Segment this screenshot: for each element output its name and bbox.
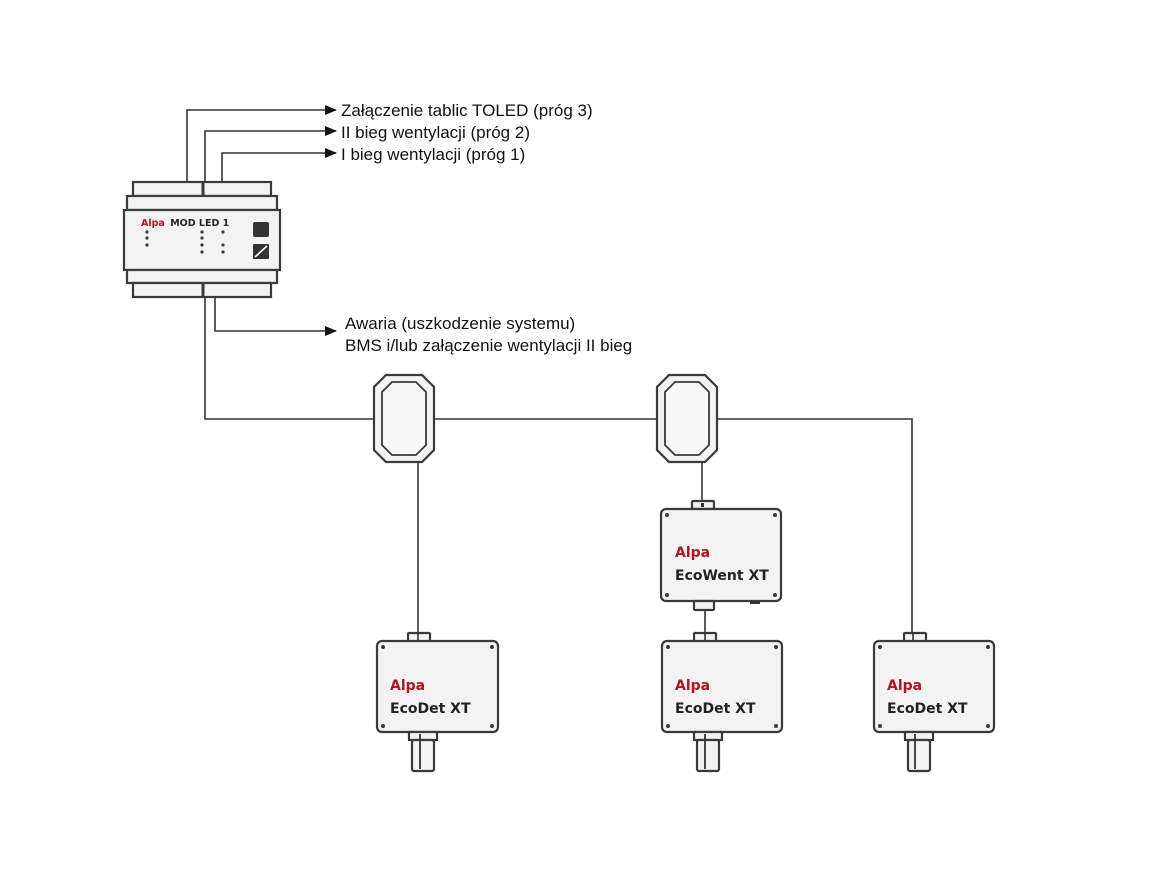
top-rail [125,194,279,212]
bottom-rail [125,268,279,285]
sensor-head [695,738,721,773]
controller-label: Alpa MOD LED 1 [141,218,229,229]
output-label-3: Załączenie tablic TOLED (próg 3) [341,101,593,120]
device-ecodet-xt-right[interactable]: Alpa EcoDet XT [872,631,996,773]
output-label-2: II bieg wentylacji (próg 2) [341,123,530,142]
output-label-1: I bieg wentylacji (próg 1) [341,145,525,164]
controller-face [122,208,282,272]
ecodet-right-model: EcoDet XT [887,701,968,717]
ecodet-right-brand: Alpa [887,678,922,694]
controller-mod-led[interactable]: Alpa MOD LED 1 [122,180,282,299]
ecodet-left-model: EcoDet XT [390,701,471,717]
status-leds [145,230,225,254]
output-wire-3 [186,105,337,183]
sensor-head [906,738,932,773]
bus-wire-controller [204,297,374,420]
device-ecodet-xt-middle[interactable]: Alpa EcoDet XT [660,631,784,773]
ecodet-middle-model: EcoDet XT [675,701,756,717]
ecowent-case [659,507,783,603]
junction-box-right[interactable] [655,373,719,464]
device-ecodet-xt-left[interactable]: Alpa EcoDet XT [375,631,500,773]
bus-wires [204,297,913,633]
cable-gland-bottom [692,599,716,612]
button-square-icon[interactable] [253,222,269,237]
fault-label-line1: Awaria (uszkodzenie systemu) [345,314,575,333]
device-ecowent-xt[interactable]: Alpa EcoWent XT [659,499,783,612]
fault-label-line2: BMS i/lub załączenie wentylacji II bieg [345,336,632,355]
junction-box-left[interactable] [372,373,436,464]
ecowent-brand: Alpa [675,545,710,561]
ecodet-left-brand: Alpa [390,678,425,694]
sensor-head [410,738,436,773]
bus-wire-right [718,418,913,633]
output-wires [186,105,337,183]
ecowent-model: EcoWent XT [675,568,769,584]
output-wire-1 [221,148,337,183]
ecodet-middle-brand: Alpa [675,678,710,694]
output-wire-2 [204,126,337,183]
fault-output-wire [214,297,337,336]
